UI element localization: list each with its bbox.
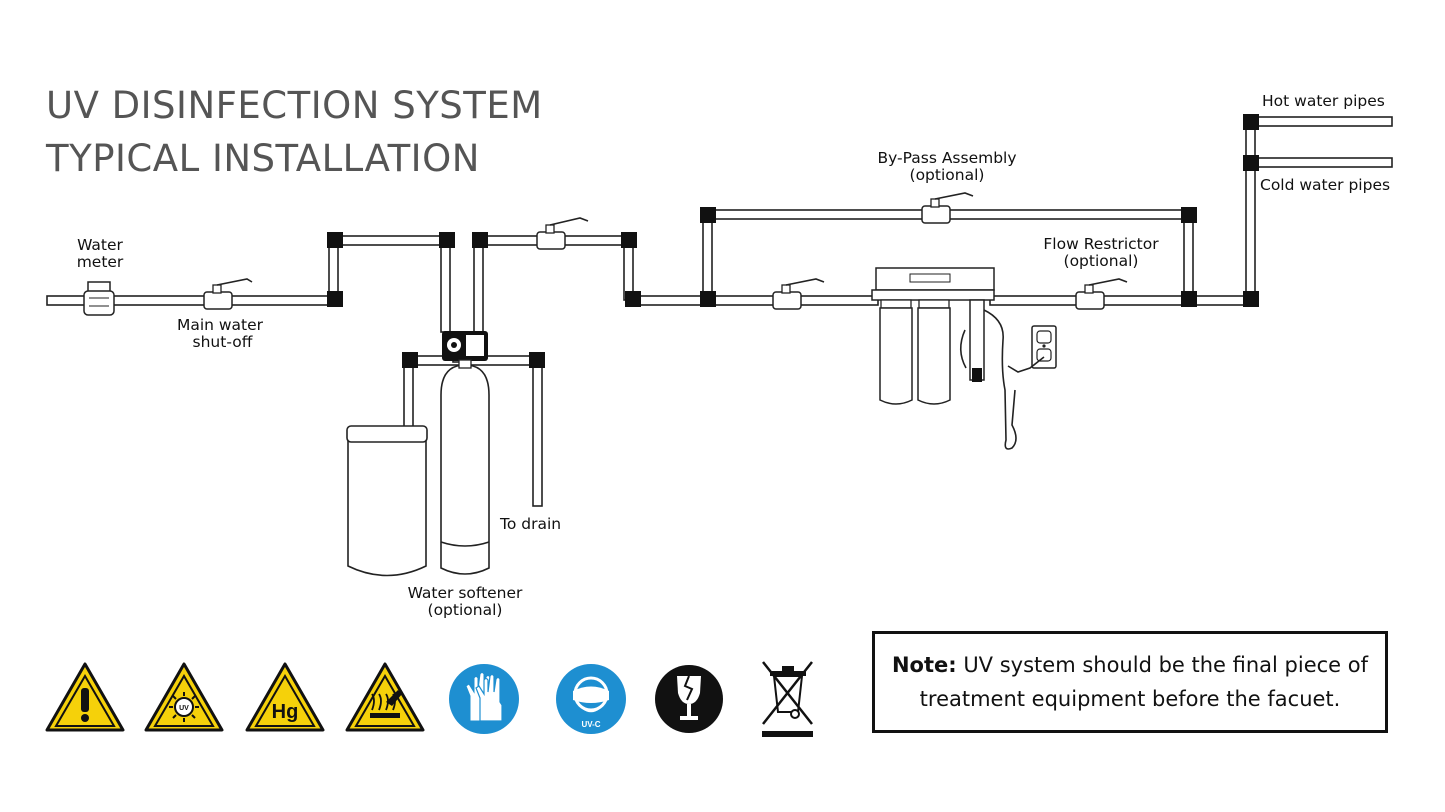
uv-system [871, 267, 1017, 450]
electrical-outlet [1007, 325, 1057, 373]
uv-icon-text: UV [179, 705, 189, 712]
hot-surface-warning-icon [345, 662, 425, 732]
note-box: Note: UV system should be the final piec… [872, 631, 1388, 733]
flow-restrictor-valve [1075, 278, 1128, 310]
softener-bypass-valve [536, 217, 589, 250]
wear-uv-goggles-icon: UV-C [556, 664, 626, 734]
main-shutoff-label: Main water shut-off [176, 316, 264, 351]
water-softener [346, 331, 490, 577]
weee-disposal-icon [762, 661, 813, 737]
water-softener-label: Water softener (optional) [407, 584, 523, 619]
note-line-1: Note: UV system should be the final piec… [892, 648, 1368, 682]
flow-restrictor-label: Flow Restrictor (optional) [1043, 235, 1159, 270]
note-bold-label: Note: [891, 653, 957, 677]
water-meter-label: Water meter [76, 236, 124, 271]
note-line-2: treatment equipment before the facuet. [919, 687, 1341, 711]
hot-water-pipes-label: Hot water pipes [1262, 92, 1385, 110]
exclamation-warning-icon [45, 662, 125, 732]
bypass-assembly-label: By-Pass Assembly (optional) [877, 149, 1017, 184]
bypass-valve [921, 192, 974, 224]
uvc-icon-text: UV-C [581, 720, 600, 729]
hg-icon-text: Hg [272, 701, 299, 723]
mercury-warning-icon: Hg [245, 662, 325, 732]
uv-radiation-warning-icon: UV [144, 662, 224, 732]
main-shutoff-valve [203, 278, 253, 310]
uv-inlet-valve [772, 278, 825, 310]
wear-gloves-icon [449, 664, 519, 734]
title-line-1: UV DISINFECTION SYSTEM [46, 84, 543, 127]
note-text-1: UV system should be the final piece of [956, 653, 1369, 677]
cold-water-pipes-label: Cold water pipes [1260, 176, 1391, 194]
water-meter [83, 281, 115, 316]
to-drain-label: To drain [500, 515, 562, 533]
title-line-2: TYPICAL INSTALLATION [46, 137, 480, 180]
fragile-icon [655, 665, 723, 733]
